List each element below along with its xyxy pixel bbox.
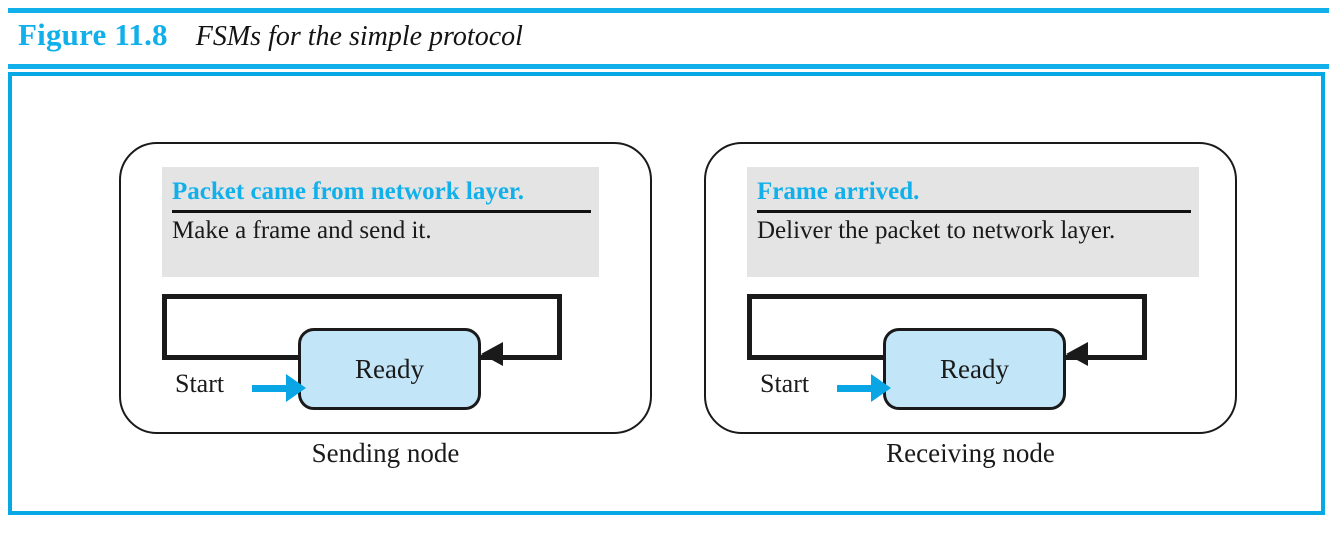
start-arrow-line-icon <box>837 385 873 392</box>
self-transition-loop <box>162 294 562 360</box>
self-transition-arrowhead-icon <box>481 342 503 366</box>
event-action-divider <box>757 210 1191 213</box>
start-arrow-head-icon <box>286 374 306 402</box>
header-rule-top <box>8 8 1329 13</box>
figure-frame: Packet came from network layer. Make a f… <box>8 72 1325 515</box>
self-transition-loop-left-segment <box>162 355 307 360</box>
self-transition-loop-left-segment <box>747 355 892 360</box>
header-rule-bottom <box>8 64 1329 69</box>
start-arrow-line-icon <box>252 385 288 392</box>
state-ready-box: Ready <box>883 328 1066 410</box>
start-label: Start <box>175 369 225 398</box>
fsm-receiving-node: Frame arrived. Deliver the packet to net… <box>704 142 1237 468</box>
action-text: Make a frame and send it. <box>172 217 432 244</box>
state-label: Ready <box>355 353 424 384</box>
state-ready-box: Ready <box>298 328 481 410</box>
node-caption: Receiving node <box>886 438 1055 468</box>
figure-title: FSMs for the simple protocol <box>195 21 523 52</box>
action-text: Deliver the packet to network layer. <box>757 217 1116 244</box>
event-text: Packet came from network layer. <box>172 178 524 205</box>
event-action-panel: Packet came from network layer. Make a f… <box>162 167 599 277</box>
fsm-sending-node: Packet came from network layer. Make a f… <box>119 142 652 468</box>
start-arrow-head-icon <box>871 374 891 402</box>
figure-header: Figure 11.8 FSMs for the simple protocol <box>8 8 1329 69</box>
event-action-divider <box>172 210 591 213</box>
event-action-panel: Frame arrived. Deliver the packet to net… <box>747 167 1199 277</box>
event-text: Frame arrived. <box>757 178 920 205</box>
state-label: Ready <box>940 353 1009 384</box>
self-transition-arrowhead-icon <box>1066 342 1088 366</box>
self-transition-loop <box>747 294 1147 360</box>
figure-title-row: Figure 11.8 FSMs for the simple protocol <box>18 17 523 53</box>
figure-number: Figure 11.8 <box>18 17 168 52</box>
start-label: Start <box>760 369 810 398</box>
node-caption: Sending node <box>311 438 460 468</box>
